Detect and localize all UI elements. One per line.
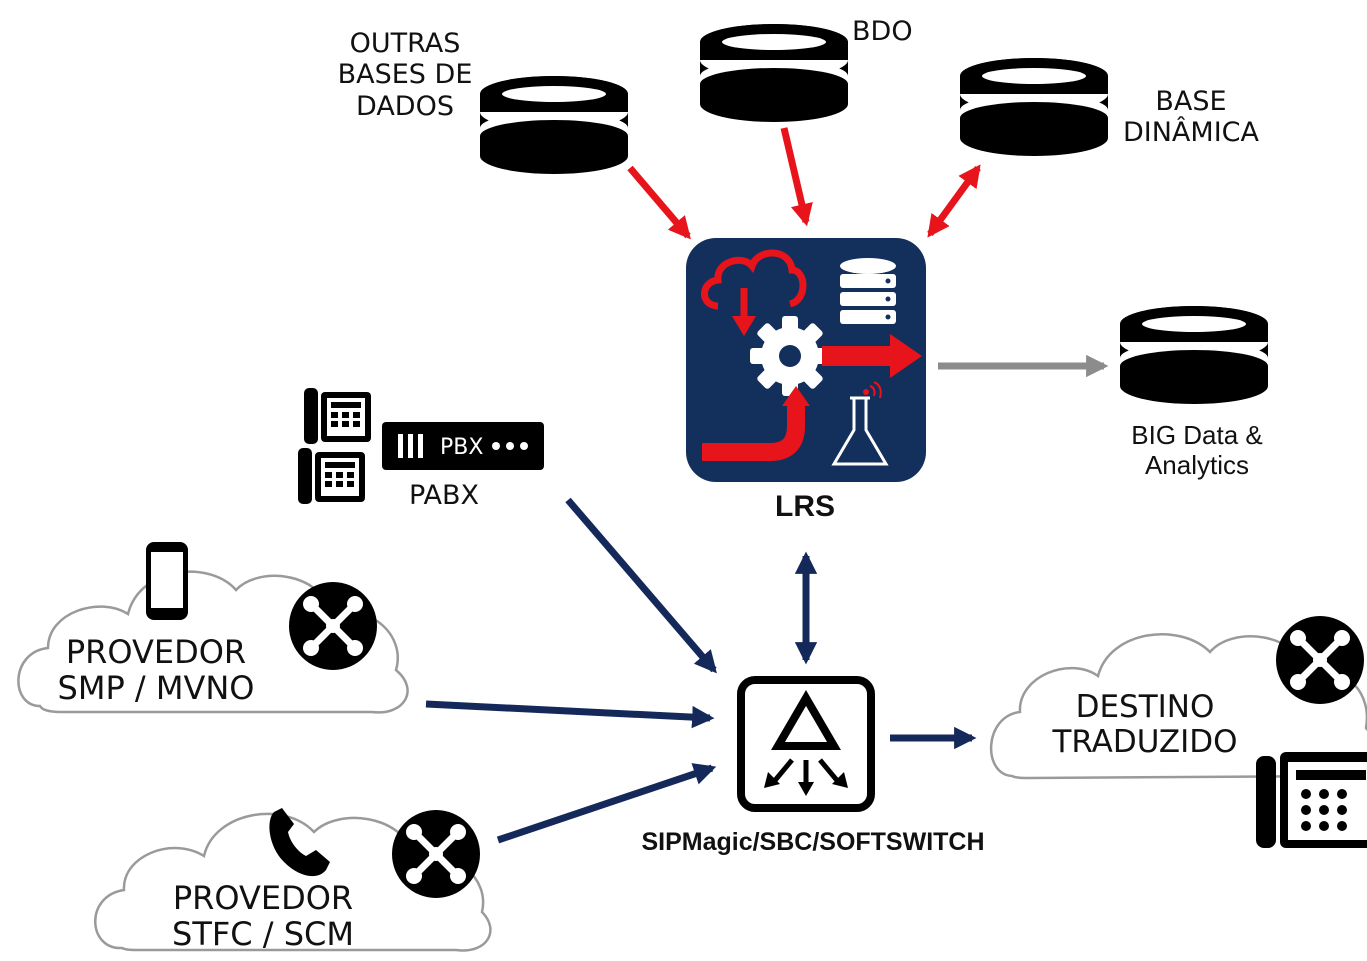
pbx-device-icon: [382, 422, 544, 470]
smartphone-icon: [146, 542, 188, 620]
arrow-pabx-to-sbc: [565, 497, 717, 674]
router-icon-destino: [1276, 616, 1364, 704]
label-outras-bases: OUTRAS BASES DE DADOS: [330, 28, 480, 122]
label-line: DINÂMICA: [1122, 117, 1259, 149]
label-line: STFC / SCM: [172, 915, 354, 954]
label-line: BASE: [1155, 86, 1227, 117]
database-icon-bdo: [700, 24, 848, 122]
label-line: SMP / MVNO: [57, 669, 255, 708]
handset-icon: [269, 808, 330, 877]
label-line: Analytics: [1144, 450, 1250, 481]
label-big-data: BIG Data & Analytics: [1112, 420, 1282, 480]
desk-phone-icon-2: [298, 448, 365, 504]
database-icon-base-dinamica: [960, 58, 1108, 156]
label-line: BASES DE: [337, 59, 473, 91]
label-line: DADOS: [356, 90, 454, 122]
arrow-outras-to-lrs: [627, 165, 691, 240]
label-line: DESTINO: [1075, 689, 1215, 725]
lrs-icon: [686, 238, 926, 482]
label-line: PROVEDOR: [172, 879, 354, 917]
arrow-lrs-base-dinamica: [927, 164, 981, 238]
cloud-provedor-stfc: [94, 812, 492, 952]
router-icon-stfc: [392, 810, 480, 898]
desk-phone-icon-1: [304, 388, 371, 444]
label-destino: DESTINO TRADUZIDO: [1040, 689, 1250, 761]
label-line: TRADUZIDO: [1052, 724, 1238, 761]
label-provedor-stfc: PROVEDOR STFC / SCM: [150, 880, 376, 953]
pbx-device-label: PBX: [440, 435, 483, 460]
label-lrs: LRS: [775, 490, 835, 523]
arrow-bdo-to-lrs: [780, 127, 813, 227]
sbc-icon: [737, 676, 875, 812]
label-sipmagic: SIPMagic/SBC/SOFTSWITCH: [641, 828, 985, 856]
label-provedor-smp: PROVEDOR SMP / MVNO: [40, 634, 272, 707]
label-bdo: BDO: [852, 16, 913, 47]
arrow-stfc-to-sbc: [496, 763, 717, 844]
desk-phone-icon-destino: [1256, 752, 1367, 848]
database-icon-big-data: [1120, 306, 1268, 404]
label-line: PROVEDOR: [65, 633, 247, 671]
database-icon-outras: [480, 76, 628, 174]
label-line: BIG Data &: [1131, 420, 1263, 450]
label-line: OUTRAS: [349, 28, 461, 59]
label-base-dinamica: BASE DINÂMICA: [1116, 86, 1266, 149]
arrow-smp-to-sbc: [425, 700, 715, 729]
label-pabx: PABX: [408, 480, 480, 511]
router-icon-smp: [289, 582, 377, 670]
